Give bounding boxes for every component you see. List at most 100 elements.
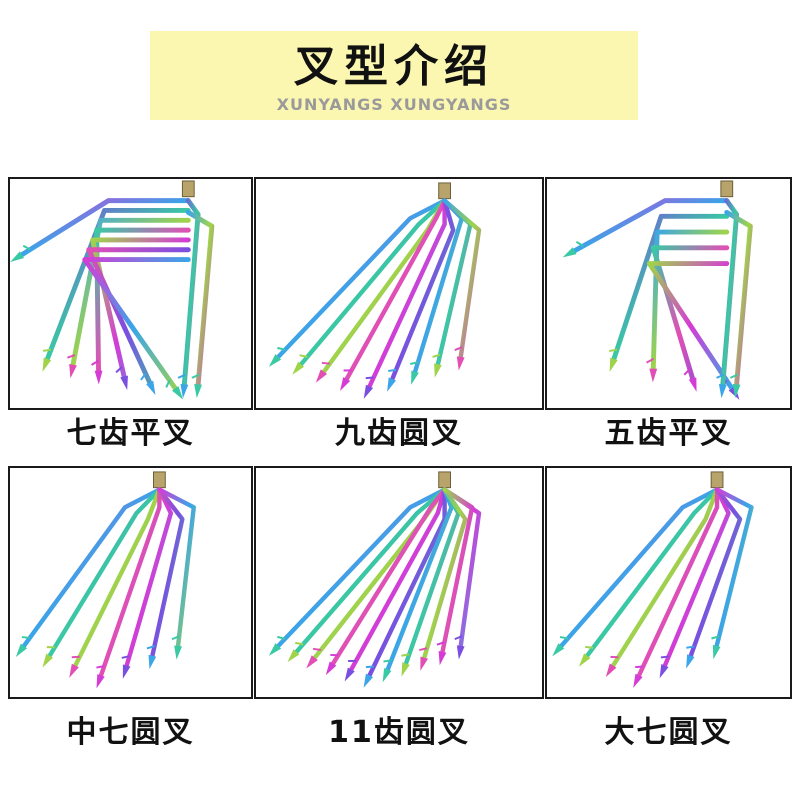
spear-tip xyxy=(732,384,741,399)
spear-image-big-seven-round xyxy=(552,471,754,688)
spear-barb xyxy=(21,636,30,639)
spear-barb xyxy=(683,368,691,376)
spear-barb xyxy=(383,659,392,663)
spear-tip xyxy=(306,655,318,669)
spear-prong xyxy=(646,261,735,391)
spear-image-five-flat xyxy=(562,180,753,400)
spear-prong xyxy=(157,487,197,649)
spear-prong xyxy=(611,213,730,362)
spear-barb xyxy=(729,373,738,379)
product-label: 中七圆叉 xyxy=(66,715,195,750)
spear-tip xyxy=(69,364,77,379)
spear-prong xyxy=(150,487,185,658)
spear-tip xyxy=(609,357,618,372)
spear-barb xyxy=(716,373,725,379)
spear-prong xyxy=(572,198,730,254)
spear-barb xyxy=(419,647,428,652)
spear-barb xyxy=(410,361,419,365)
page-subtitle: XUNYANGS XUNGYANGS xyxy=(276,95,512,114)
spear-tip xyxy=(434,363,442,378)
product-card-eleven-round[interactable] xyxy=(254,466,544,699)
spear-hub xyxy=(181,180,195,198)
spear-tip xyxy=(315,369,328,383)
spear-barb xyxy=(321,361,330,365)
spear-barb xyxy=(646,357,655,364)
spear-prong xyxy=(636,487,720,678)
spear-barb xyxy=(660,655,669,659)
spear-prong xyxy=(86,247,191,385)
spear-image-seven-flat xyxy=(10,180,215,400)
product-card-big-seven-round[interactable] xyxy=(545,466,792,699)
spear-prong xyxy=(650,245,730,381)
spear-prong xyxy=(442,487,482,649)
spear-barb xyxy=(177,373,186,379)
product-card-five-flat[interactable] xyxy=(545,177,792,410)
spear-prong xyxy=(47,487,162,658)
spear-barb xyxy=(454,635,463,641)
spear-prong xyxy=(94,227,191,374)
spear-barb xyxy=(299,354,308,358)
spear-barb xyxy=(191,373,200,379)
spear-prong xyxy=(390,198,456,382)
spear-barb xyxy=(146,645,155,650)
spear-tip xyxy=(363,673,374,688)
spear-barb xyxy=(635,665,644,669)
spear-prong xyxy=(276,198,447,360)
spear-tip xyxy=(42,653,54,668)
spear-barb xyxy=(165,379,171,388)
spear-prong xyxy=(585,487,720,658)
spear-prong xyxy=(21,487,162,649)
spear-barb xyxy=(401,653,410,657)
spear-prong xyxy=(298,198,447,367)
product-card-mid-seven-round[interactable] xyxy=(8,466,253,699)
product-card-seven-flat[interactable] xyxy=(8,177,253,410)
spear-tip xyxy=(146,380,156,395)
spear-prong xyxy=(98,487,162,678)
spear-tip xyxy=(363,384,374,399)
spear-tip xyxy=(120,375,128,390)
spear-prong xyxy=(559,487,720,649)
spear-barb xyxy=(277,346,286,351)
spear-barb xyxy=(711,635,720,640)
spear-tip xyxy=(148,654,157,670)
spear-tip xyxy=(401,662,410,677)
spear-tip xyxy=(578,653,591,667)
spear-tip xyxy=(728,386,740,400)
spear-tip xyxy=(344,667,355,682)
spear-prong xyxy=(714,487,754,649)
spear-hub xyxy=(438,471,451,489)
spear-barb xyxy=(365,665,374,669)
spear-tip xyxy=(659,664,669,679)
spear-barb xyxy=(171,635,180,641)
product-label: 大七圆叉 xyxy=(604,715,733,750)
title-banner: 叉型介绍 XUNYANGS XUNGYANGS xyxy=(150,31,638,120)
spear-prong xyxy=(650,229,730,372)
spear-prong xyxy=(19,198,191,258)
spear-prong xyxy=(720,198,740,387)
spear-tip xyxy=(94,370,103,385)
spear-barb xyxy=(96,665,105,669)
spear-prong xyxy=(276,487,447,649)
spear-prong xyxy=(724,209,753,387)
spear-prong xyxy=(82,257,191,391)
spear-hub xyxy=(720,180,734,198)
spear-barb xyxy=(140,372,147,381)
spear-barb xyxy=(67,354,76,359)
spear-tip xyxy=(562,247,577,258)
spear-tip xyxy=(712,644,721,660)
spear-barb xyxy=(454,346,463,351)
spear-barb xyxy=(42,348,52,352)
spear-barb xyxy=(388,368,397,372)
spear-tip xyxy=(15,643,28,658)
spear-prong xyxy=(181,198,201,387)
product-label: 九齿圆叉 xyxy=(335,416,463,451)
spear-barb xyxy=(22,244,31,251)
spear-tip xyxy=(420,656,429,671)
spear-tip xyxy=(42,357,52,372)
product-label: 七齿平叉 xyxy=(66,416,195,451)
product-card-nine-round[interactable] xyxy=(254,177,544,410)
spear-prong xyxy=(73,487,162,668)
spear-barb xyxy=(295,641,304,646)
spear-tip xyxy=(96,674,105,689)
spear-tip xyxy=(686,654,695,669)
